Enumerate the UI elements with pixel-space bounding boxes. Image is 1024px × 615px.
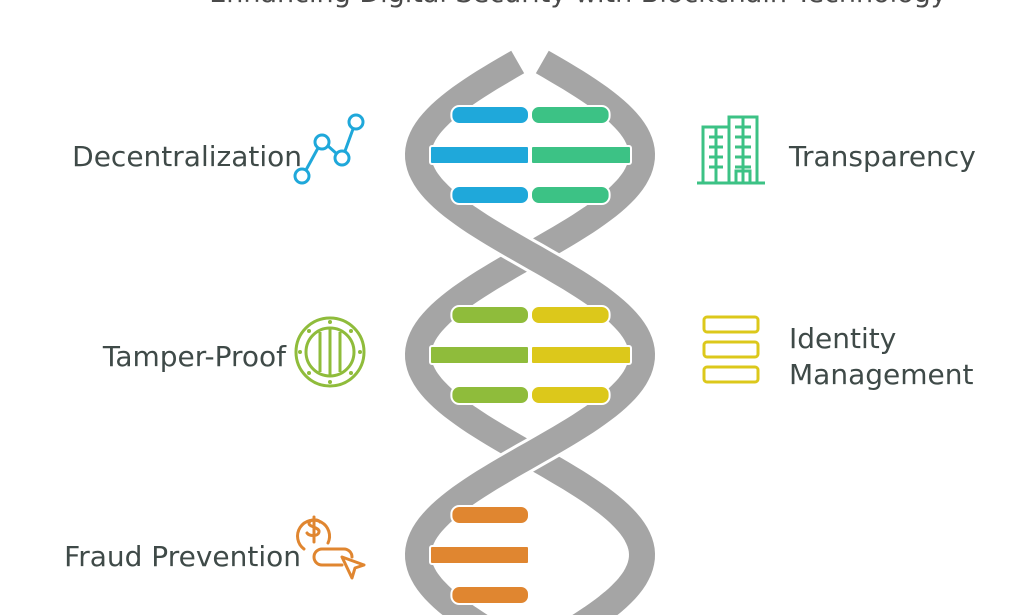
helix-rung-right-0-0: [530, 105, 611, 125]
label-fraud-prevention: Fraud Prevention: [64, 540, 301, 573]
label-tamper-proof: Tamper-Proof: [102, 340, 286, 373]
network-nodes-icon: [293, 113, 365, 185]
helix-rung-right-1-1: [530, 345, 632, 365]
label-management: Management: [789, 358, 974, 391]
helix-rung-left-1-1: [429, 345, 530, 365]
helix-rung-right-1-0: [530, 305, 611, 325]
helix-rung-left-2-2: [450, 585, 531, 605]
vault-shield-icon: [294, 316, 366, 388]
helix-strand-front-outline: [401, 48, 659, 615]
label-identity: Identity: [789, 322, 897, 355]
helix-rung-left-2-1: [429, 545, 530, 565]
helix-rung-right-1-2: [530, 385, 611, 405]
helix-rung-left-1-0: [450, 305, 531, 325]
dollar-click-icon: [296, 515, 366, 580]
helix-rung-left-2-0: [450, 505, 531, 525]
helix-rung-left-1-2: [450, 385, 531, 405]
diagram-title: Enhancing Digital Security with Blockcha…: [0, 0, 1024, 9]
helix-rung-left-0-1: [429, 145, 530, 165]
label-decentralization: Decentralization: [72, 140, 302, 173]
helix-strand-front: [404, 50, 656, 615]
helix-strand-back: [404, 50, 656, 615]
label-transparency: Transparency: [789, 140, 976, 173]
helix-rung-left-0-2: [450, 185, 531, 205]
stacked-bars-icon: [702, 315, 760, 384]
helix-rung-right-0-2: [530, 185, 611, 205]
building-icon: [697, 115, 765, 185]
helix-rung-right-0-1: [530, 145, 632, 165]
helix-rung-left-0-0: [450, 105, 531, 125]
helix-strand-back-outline: [401, 48, 659, 615]
